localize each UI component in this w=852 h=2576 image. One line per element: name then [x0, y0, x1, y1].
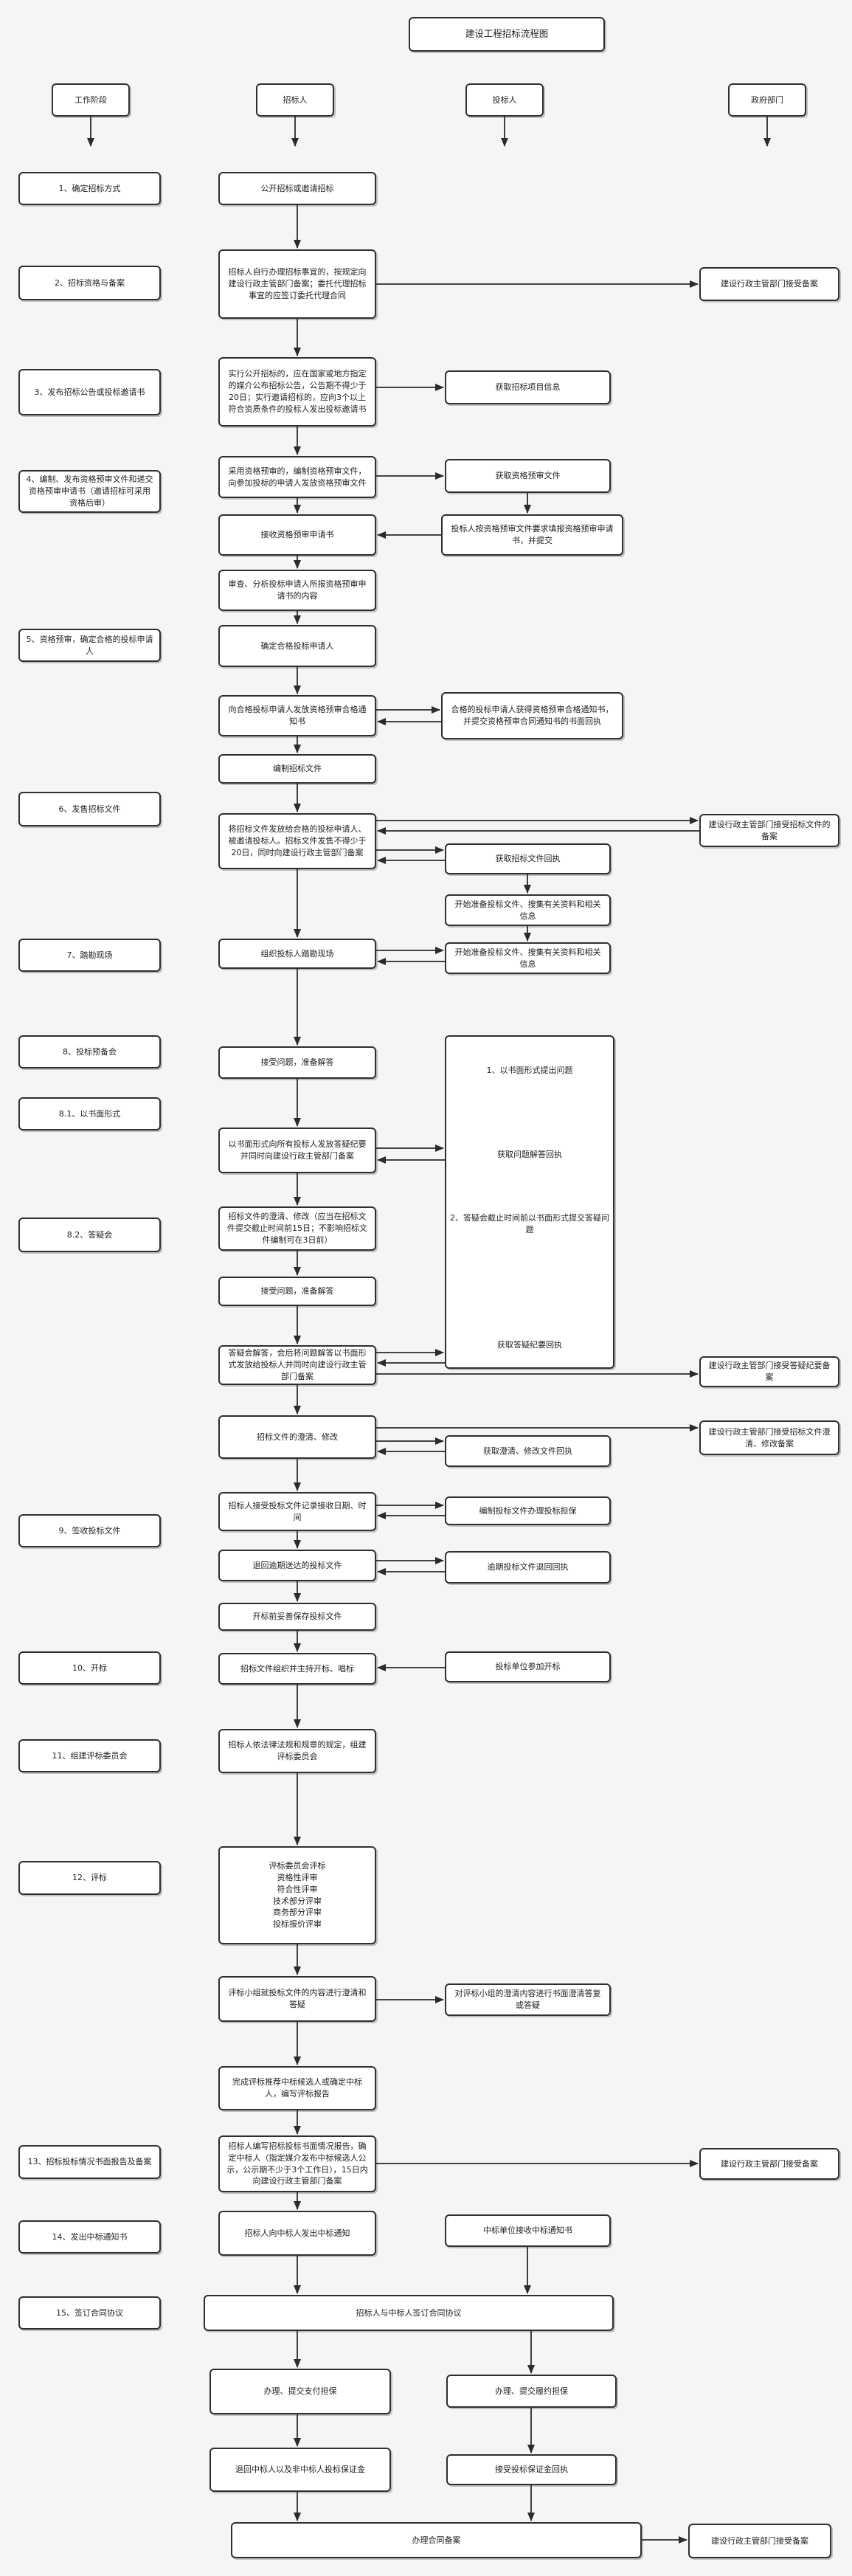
step-s6: 6、发售招标文件	[18, 792, 161, 826]
tenderer-m17: 招标文件的澄清、修改	[218, 1415, 376, 1459]
tenderer-m22: 招标人依法律法规和规章的规定，组建评标委员会	[218, 1729, 376, 1773]
header-stage: 工作阶段	[52, 83, 130, 117]
tenderer-m1: 公开招标或邀请招标	[218, 172, 376, 205]
tenderer-m27: 招标人向中标人发出中标通知	[218, 2211, 376, 2256]
step-s12: 12、评标	[18, 1861, 161, 1895]
gov-g5: 建设行政主管部门接受备案	[699, 2148, 839, 2180]
step-s5: 5、资格预审，确定合格的投标申请人	[18, 629, 161, 662]
step-s8-2: 8.2、答疑会	[18, 1218, 161, 1252]
step-s11: 11、组建评标委员会	[18, 1739, 161, 1772]
step-s8: 8、投标预备会	[18, 1035, 161, 1068]
step-s9: 9、签收投标文件	[18, 1514, 161, 1547]
tenderer-m11: 组织投标人踏勘现场	[218, 939, 376, 969]
gov-g1: 建设行政主管部门接受备案	[699, 267, 839, 301]
gov-g2: 建设行政主管部门接受招标文件的备案	[699, 814, 839, 847]
bidder-b13: 中标单位接收中标通知书	[445, 2214, 611, 2247]
tenderer-m2: 招标人自行办理招标事宜的，按规定向建设行政主管部门备案；委托代理招标事宜的应签订…	[218, 249, 376, 319]
bidder-b1: 获取招标项目信息	[445, 370, 611, 404]
bidder-b7: 开始准备投标文件、搜集有关资料和相关信息	[445, 942, 611, 974]
step-s15: 15、签订合同协议	[18, 2296, 161, 2330]
tenderer-m28-sign-contract: 招标人与中标人签订合同协议	[204, 2295, 614, 2331]
bidder-b14: 办理、提交履约担保	[446, 2375, 617, 2408]
tenderer-m23-evaluation: 评标委员会评标 资格性评审 符合性评审 技术部分评审 商务部分评审 投标报价评审	[218, 1846, 376, 1944]
step-s10: 10、开标	[18, 1651, 161, 1685]
tenderer-m15: 接受问题，准备解答	[218, 1277, 376, 1306]
tenderer-m6: 审查、分析投标申请人所报资格预审申请书的内容	[218, 570, 376, 611]
bidder-b10: 逾期投标文件退回回执	[445, 1551, 611, 1584]
step-s1: 1、确定招标方式	[18, 172, 161, 205]
tenderer-m9: 编制招标文件	[218, 754, 376, 784]
tenderer-m10: 将招标文件发放给合格的投标申请人、被邀请投标人。招标文件发售不得少于20日，同时…	[218, 813, 376, 869]
bidder-b2: 获取资格预审文件	[445, 459, 611, 493]
tenderer-m20: 开标前妥善保存投标文件	[218, 1603, 376, 1631]
prebid-question-1: 1、以书面形式提出问题	[486, 1066, 573, 1075]
header-government: 政府部门	[728, 83, 806, 117]
tenderer-m8: 向合格投标申请人发放资格预审合格通知书	[218, 695, 376, 736]
tenderer-m18: 招标人接受投标文件记录接收日期、时间	[218, 1492, 376, 1531]
step-s2: 2、招标资格与备案	[18, 266, 161, 300]
bidder-b9: 编制投标文件办理投标担保	[445, 1496, 611, 1525]
step-s13: 13、招标投标情况书面报告及备案	[18, 2145, 161, 2179]
bidder-b8: 获取澄清、修改文件回执	[445, 1435, 611, 1467]
gov-g3: 建设行政主管部门接受答疑纪要备案	[699, 1356, 839, 1387]
tenderer-m30: 退回中标人以及非中标人投标保证金	[209, 2448, 391, 2492]
header-bidder: 投标人	[465, 83, 544, 117]
gov-g6: 建设行政主管部门接受备案	[688, 2524, 831, 2558]
tenderer-m5: 接收资格预审申请书	[218, 514, 376, 556]
step-s8-1: 8.1、以书面形式	[18, 1097, 161, 1130]
tenderer-m4: 采用资格预审的，编制资格预审文件，向参加投标的申请人发放资格预审文件	[218, 456, 376, 498]
tenderer-m3: 实行公开招标的，应在国家或地方指定的媒介公布招标公告，公告期不得少于20日；实行…	[218, 357, 376, 427]
prebid-question-2: 2、答疑会截止时间前以书面形式提交答疑问题	[450, 1213, 609, 1235]
header-tenderer: 招标人	[256, 83, 334, 117]
page-title: 建设工程招标流程图	[409, 17, 605, 52]
bidder-b15: 接受投标保证金回执	[446, 2454, 617, 2485]
tenderer-m7: 确定合格投标申请人	[218, 625, 376, 667]
bidder-b5: 获取招标文件回执	[445, 843, 611, 874]
gov-g4: 建设行政主管部门接受招标文件澄清、修改备案	[699, 1420, 839, 1455]
step-s14: 14、发出中标通知书	[18, 2220, 161, 2254]
prebid-receipt-2: 获取答疑纪要回执	[497, 1340, 562, 1350]
tenderer-m24: 评标小组就投标文件的内容进行澄清和答疑	[218, 1976, 376, 2022]
tenderer-m14: 招标文件的澄清、修改（应当在招标文件提交截止时间前15日；不影响招标文件编制可在…	[218, 1206, 376, 1251]
bidder-b12: 对评标小组的澄清内容进行书面澄清答复或答疑	[445, 1983, 611, 2016]
step-s4: 4、编制、发布资格预审文件和递交资格预审申请书（邀请招标可采用资格后审）	[18, 470, 161, 513]
bidder-b4: 合格的投标申请人获得资格预审合格通知书，并提交资格预审合同通知书的书面回执	[441, 692, 623, 739]
tenderer-m16: 答疑会解答，会后将问题解答以书面形式发放给投标人并同时向建设行政主管部门备案	[218, 1345, 376, 1385]
prebid-receipt-1: 获取问题解答回执	[497, 1150, 562, 1159]
tenderer-m19: 退回逾期送达的投标文件	[218, 1550, 376, 1581]
tenderer-m29: 办理、提交支付担保	[209, 2369, 391, 2414]
tenderer-m21: 招标文件组织并主持开标、唱标	[218, 1653, 376, 1685]
bidder-b3: 投标人按资格预审文件要求填报资格预审申请书，并提交	[441, 514, 623, 556]
tenderer-m13: 以书面形式向所有投标人发放答疑纪要并同时向建设行政主管部门备案	[218, 1128, 376, 1173]
tenderer-m26: 招标人编写招标投标书面情况报告，确定中标人（指定媒介发布中标候选人公示，公示期不…	[218, 2135, 376, 2192]
tenderer-m25: 完成评标推荐中标候选人或确定中标人，编写评标报告	[218, 2066, 376, 2110]
tenderer-m31-contract-filing: 办理合同备案	[231, 2522, 642, 2558]
step-s3: 3、发布招标公告或投标邀请书	[18, 369, 161, 415]
bidder-b6: 开始准备投标文件、搜集有关资料和相关信息	[445, 894, 611, 926]
tenderer-m12: 接受问题，准备解答	[218, 1046, 376, 1079]
bidder-b11: 投标单位参加开标	[445, 1651, 611, 1682]
bidder-prebid-panel: 1、以书面形式提出问题 获取问题解答回执 2、答疑会截止时间前以书面形式提交答疑…	[445, 1035, 614, 1369]
step-s7: 7、踏勘现场	[18, 939, 161, 972]
